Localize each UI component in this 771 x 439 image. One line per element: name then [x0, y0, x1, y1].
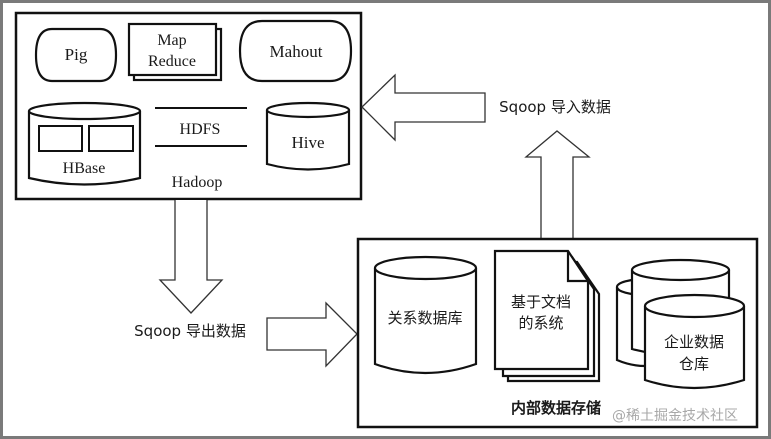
- enterprise-dw-node: 企业数据 仓库: [615, 258, 746, 390]
- mahout-node: Mahout: [238, 19, 353, 83]
- hbase-node: HBase: [27, 101, 142, 186]
- document-system-node: 基于文档 的系统: [493, 249, 601, 383]
- hive-label: Hive: [291, 133, 324, 152]
- enterprise-dw-label-line1: 企业数据: [664, 333, 724, 351]
- pig-label: Pig: [65, 45, 88, 64]
- hbase-region-2: [88, 125, 134, 152]
- mapreduce-front-sheet: [127, 22, 218, 77]
- document-fold: [566, 251, 588, 283]
- pig-shape: [34, 27, 118, 83]
- hive-node: Hive: [265, 101, 351, 171]
- internal-storage-box: 关系数据库 基于文档 的系统 企业数据 仓库 内部数据存储: [356, 237, 759, 429]
- export-right-arrow: [266, 301, 358, 368]
- relational-db-cylinder-body: [373, 268, 478, 375]
- document-page-1: [493, 249, 590, 371]
- internal-storage-label: 内部数据存储: [511, 399, 601, 417]
- hive-cylinder-top: [265, 101, 351, 119]
- relational-db-cylinder-top: [373, 255, 478, 281]
- hdfs-node: HDFS: [155, 107, 247, 147]
- sqoop-export-label: Sqoop 导出数据: [134, 322, 246, 340]
- relational-db-label: 关系数据库: [387, 309, 462, 327]
- hbase-region-1: [38, 125, 83, 152]
- enterprise-dw-cylinder-mid-top: [630, 258, 731, 282]
- hive-cylinder-body: [265, 110, 351, 171]
- hbase-label: HBase: [63, 160, 106, 177]
- sqoop-import-label: Sqoop 导入数据: [499, 98, 611, 116]
- document-system-label-line1: 基于文档: [511, 293, 571, 311]
- internal-storage-border: [356, 237, 759, 429]
- mapreduce-label-line1: Map: [157, 32, 186, 49]
- hbase-cylinder-top: [27, 101, 142, 121]
- enterprise-dw-cylinder-front-top: [643, 293, 746, 319]
- export-down-arrow: [158, 200, 224, 314]
- hadoop-label: Hadoop: [172, 174, 223, 191]
- mahout-shape: [238, 19, 353, 83]
- import-up-arrow: [524, 130, 591, 239]
- mapreduce-node: Map Reduce: [127, 22, 223, 82]
- mahout-label: Mahout: [270, 42, 323, 61]
- enterprise-dw-cylinder-front-body: [643, 306, 746, 390]
- pig-node: Pig: [34, 27, 118, 83]
- watermark-text: @稀土掘金技术社区: [612, 408, 738, 424]
- relational-db-node: 关系数据库: [373, 255, 478, 375]
- hadoop-cluster-box: Pig Map Reduce Mahout HBase HDFS: [14, 11, 363, 201]
- mapreduce-label-line2: Reduce: [148, 53, 196, 70]
- hdfs-label: HDFS: [180, 121, 221, 138]
- document-system-label-line2: 的系统: [518, 314, 563, 332]
- import-left-arrow: [361, 73, 486, 142]
- enterprise-dw-label-line2: 仓库: [679, 355, 709, 373]
